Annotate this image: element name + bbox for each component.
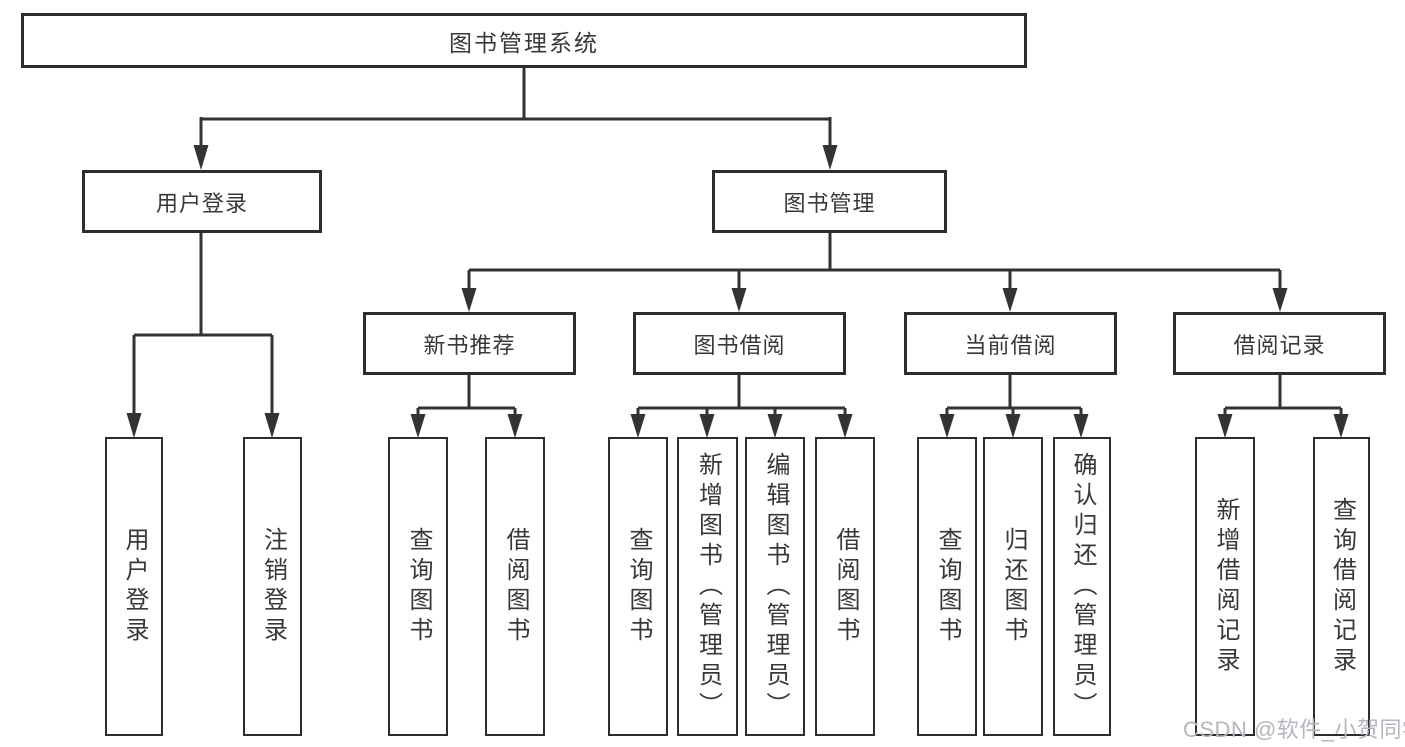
leaf-confirm-return-admin-label: 确认归还（管理员） [1069, 451, 1096, 722]
leaf-query-books-borrow-label: 查询图书 [625, 526, 652, 647]
leaf-add-book-admin: 新增图书（管理员） [677, 437, 738, 736]
node-new-book-recommend: 新书推荐 [363, 312, 576, 375]
leaf-borrow-books-recommend-label: 借阅图书 [502, 526, 529, 647]
node-user-login: 用户登录 [82, 170, 322, 233]
leaf-borrow-books: 借阅图书 [815, 437, 875, 736]
leaf-query-borrow-record: 查询借阅记录 [1313, 437, 1370, 736]
node-current-borrow-label: 当前借阅 [964, 332, 1057, 358]
leaf-query-books-recommend-label: 查询图书 [405, 526, 432, 647]
connector-new-book-recommend-children [410, 375, 523, 438]
leaf-edit-book-admin-label: 编辑图书（管理员） [762, 451, 789, 722]
csdn-watermark: CSDN @软件_小贺同学 [1183, 717, 1405, 742]
leaf-borrow-books-label: 借阅图书 [832, 526, 859, 647]
leaf-query-books-current-label: 查询图书 [934, 526, 961, 647]
leaf-add-borrow-record: 新增借阅记录 [1195, 437, 1255, 736]
connector-book-borrow-children [630, 375, 853, 438]
leaf-logout: 注销登录 [243, 437, 302, 736]
leaf-query-borrow-record-label: 查询借阅记录 [1328, 496, 1356, 677]
leaf-edit-book-admin: 编辑图书（管理员） [745, 437, 805, 736]
connector-root-to-level2 [193, 67, 838, 170]
leaf-user-login: 用户登录 [105, 437, 163, 736]
connector-user-login-children [126, 233, 280, 438]
node-book-management: 图书管理 [712, 170, 947, 233]
leaf-return-book-label: 归还图书 [1000, 526, 1027, 647]
node-current-borrow: 当前借阅 [904, 312, 1117, 375]
node-book-management-label: 图书管理 [783, 190, 876, 216]
node-book-borrow: 图书借阅 [633, 312, 846, 375]
leaf-return-book: 归还图书 [983, 437, 1043, 736]
leaf-query-books-recommend: 查询图书 [388, 437, 448, 736]
connector-current-borrow-children [939, 375, 1089, 438]
node-borrow-records: 借阅记录 [1173, 312, 1386, 375]
node-borrow-records-label: 借阅记录 [1233, 332, 1326, 358]
leaf-logout-label: 注销登录 [259, 526, 287, 647]
node-library-management-system-label: 图书管理系统 [449, 29, 599, 56]
leaf-borrow-books-recommend: 借阅图书 [485, 437, 545, 736]
leaf-user-login-label: 用户登录 [121, 526, 148, 647]
node-library-management-system: 图书管理系统 [21, 13, 1027, 68]
node-new-book-recommend-label: 新书推荐 [423, 332, 516, 358]
leaf-query-books-borrow: 查询图书 [608, 437, 668, 736]
node-user-login-label: 用户登录 [155, 190, 248, 216]
leaf-add-borrow-record-label: 新增借阅记录 [1212, 496, 1239, 677]
leaf-query-books-current: 查询图书 [917, 437, 977, 736]
node-book-borrow-label: 图书借阅 [693, 332, 786, 358]
connector-book-management-children [461, 233, 1288, 312]
leaf-add-book-admin-label: 新增图书（管理员） [694, 451, 722, 722]
leaf-confirm-return-admin: 确认归还（管理员） [1053, 437, 1111, 736]
connector-borrow-records-children [1217, 375, 1349, 438]
